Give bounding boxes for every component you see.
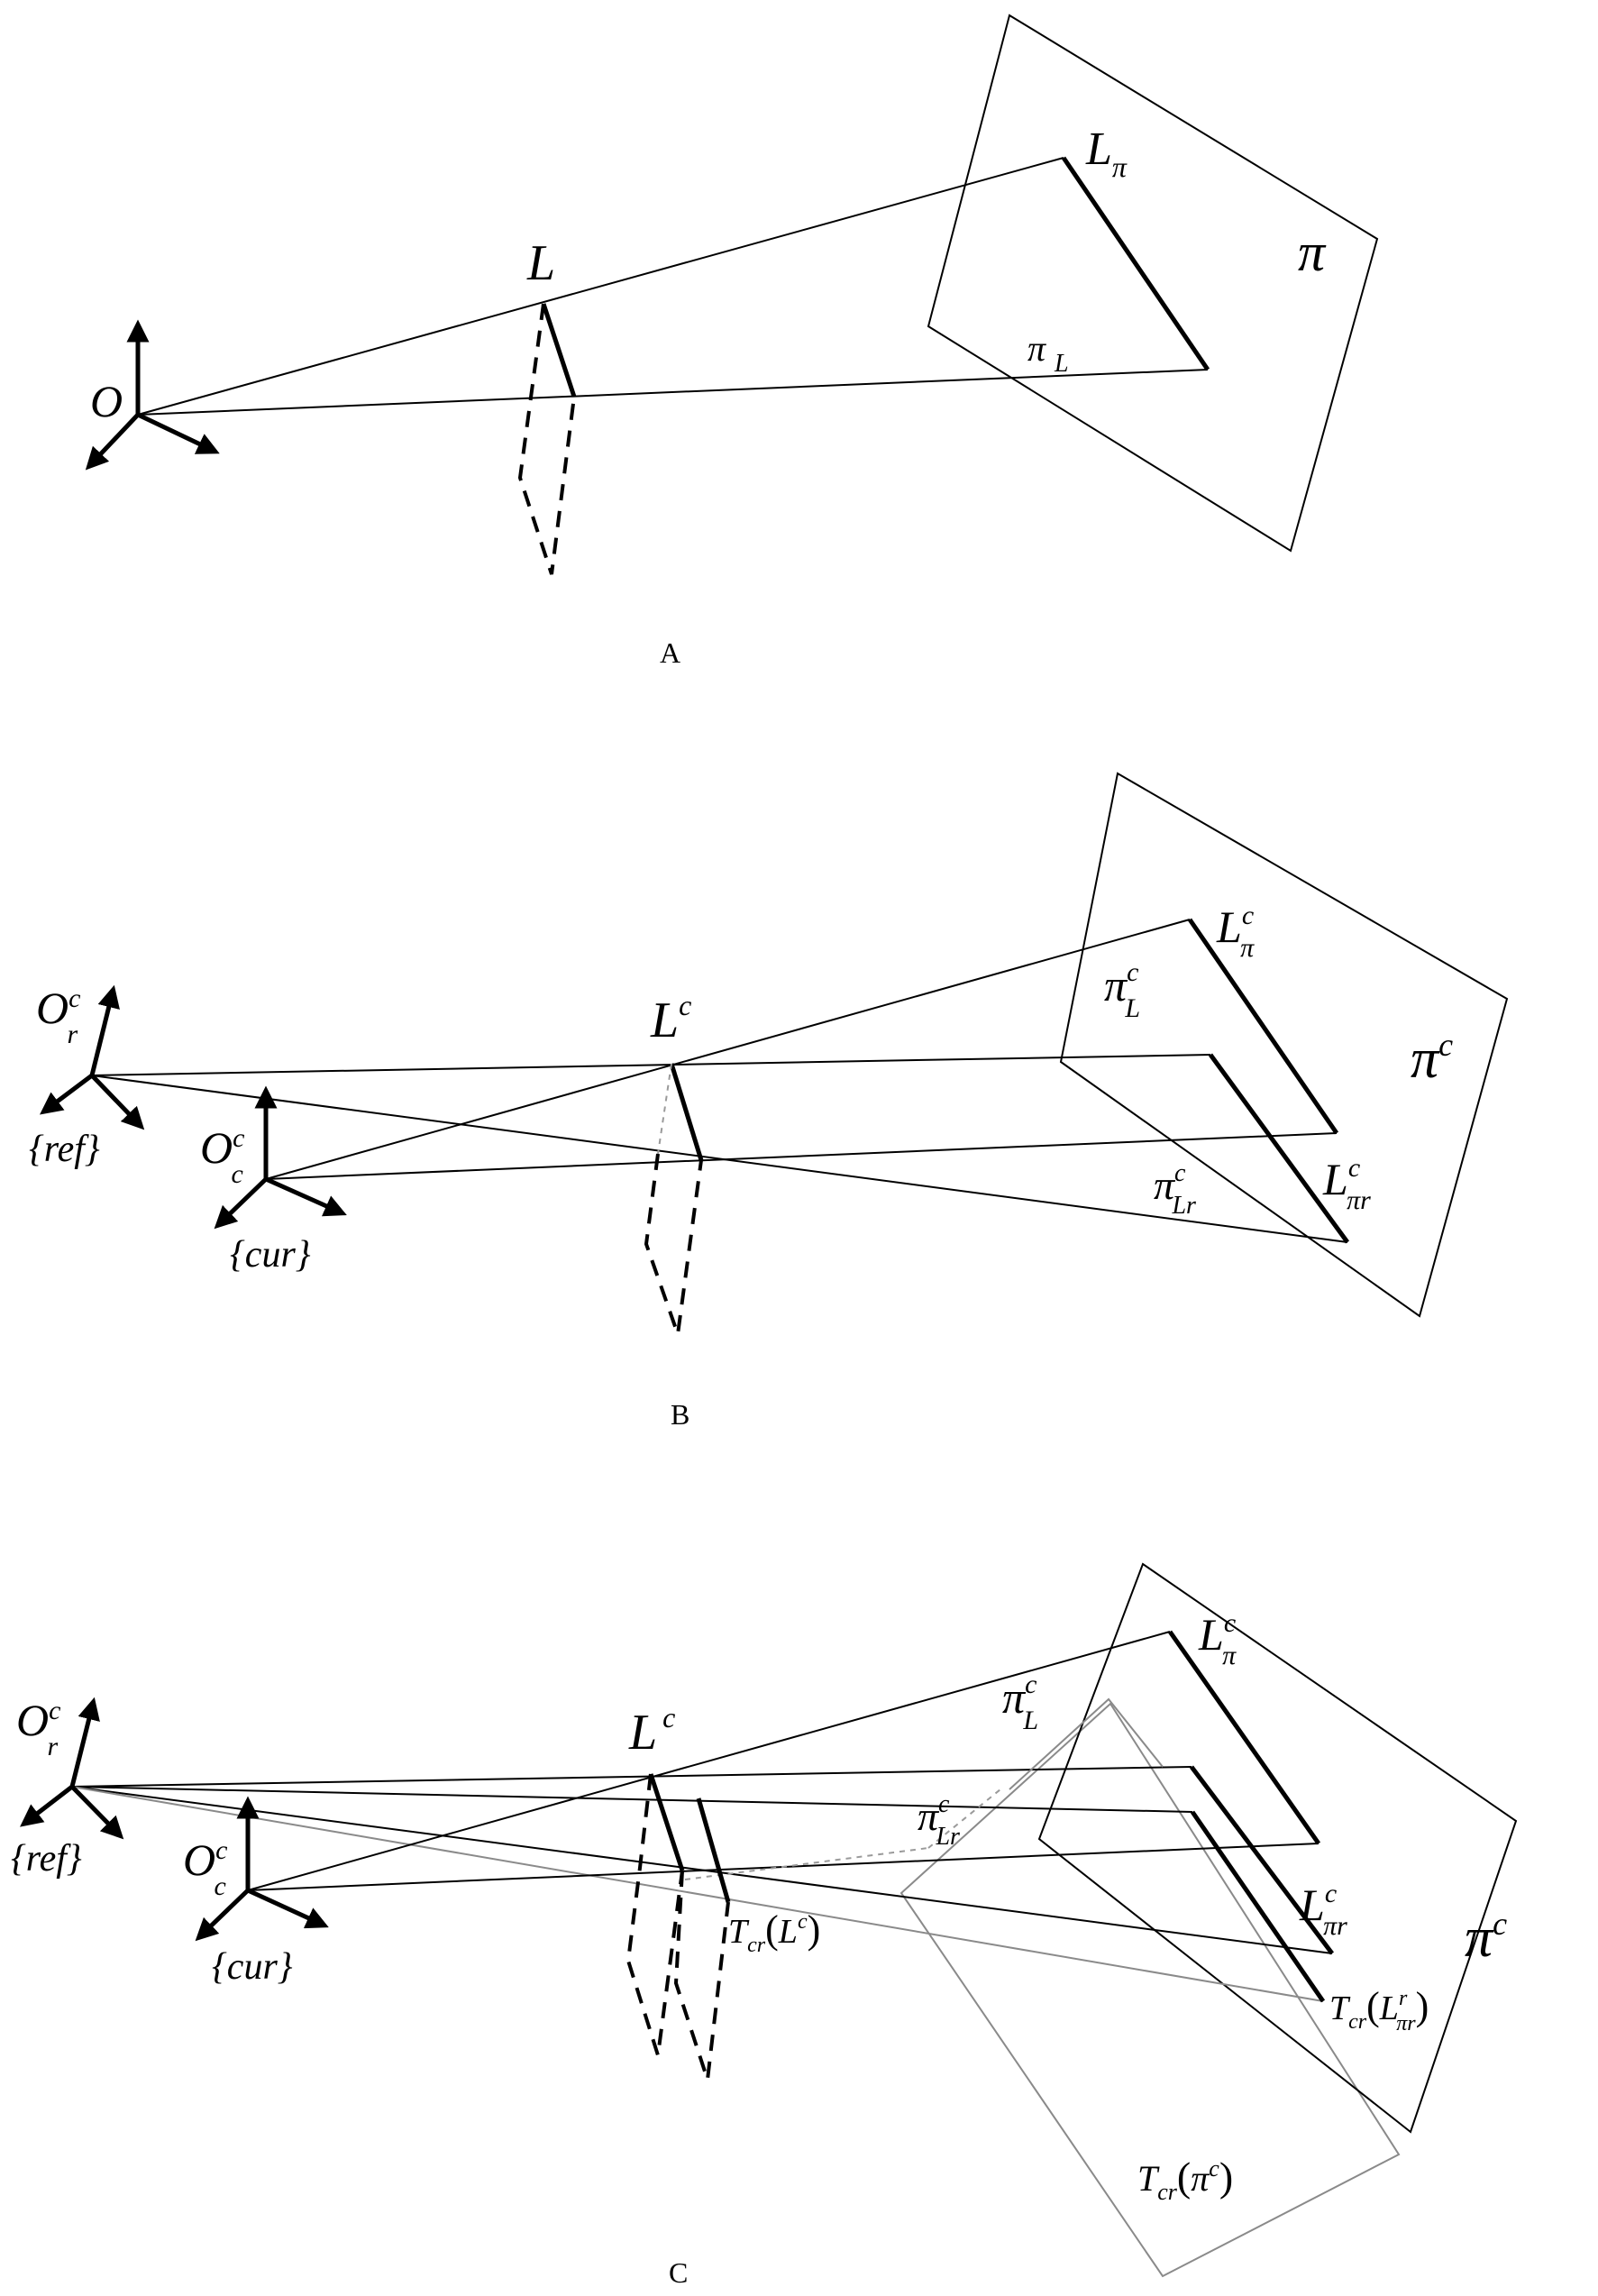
cur-frame-label: {cur}	[230, 1234, 311, 1276]
axis-arrow-icon	[85, 413, 140, 471]
axis-arrow-icon	[214, 1177, 268, 1230]
plane-pi-c-c	[1037, 1562, 1518, 2134]
line-L-c-c	[648, 1773, 685, 1871]
dashed-extension-c2	[673, 1870, 730, 2081]
axis-arrow-icon	[40, 1074, 94, 1115]
T-plane-label: Tcr(πc)	[1137, 2154, 1233, 2205]
ray-cur-1	[265, 919, 1191, 1180]
ray-ref-4-c	[71, 1786, 1324, 2002]
line-L-label: L	[526, 235, 555, 291]
L-pi-label: Lπ	[1085, 123, 1128, 183]
plane-pi-c-label-c: πc	[1465, 1906, 1507, 1969]
origin-label: O	[90, 376, 123, 426]
line-T-L-pir	[1190, 1810, 1326, 2003]
line-L-c	[669, 1063, 704, 1161]
cur-frame-label-c: {cur}	[212, 1946, 293, 1988]
ray-cur-1-c	[247, 1631, 1171, 1891]
faint-diag-2	[927, 1788, 1001, 1849]
line-L	[541, 303, 577, 398]
ray-ref-2-c	[71, 1786, 1193, 1813]
line-T-L-c	[696, 1797, 731, 1903]
plane-pi	[927, 14, 1379, 553]
panel-a-caption: A	[660, 636, 680, 669]
axis-arrow-icon	[90, 1074, 145, 1130]
faint-diag	[684, 1847, 929, 1880]
ray-top	[137, 157, 1064, 416]
dashed-extension	[517, 303, 576, 575]
faint-guide	[657, 1063, 672, 1155]
ray-cur-2	[265, 1132, 1338, 1180]
plane-T-pi-c	[899, 1702, 1401, 2278]
ref-frame-label: {ref}	[29, 1129, 100, 1170]
ref-frame-label-c: {ref}	[11, 1838, 82, 1880]
frame-axes-cur-c	[195, 1796, 329, 1942]
line-L-c-label: Lc	[650, 989, 691, 1048]
plane-pi-c-label: πc	[1411, 1027, 1453, 1090]
axis-arrow-icon	[20, 1785, 74, 1827]
axis-arrow-icon	[246, 1888, 329, 1929]
plane-pi-c	[1059, 772, 1509, 1318]
frame-axes-ref-c	[20, 1697, 124, 1840]
frame-axes-ref-b	[40, 984, 145, 1130]
line-L-pir-c-c	[1190, 1765, 1334, 1955]
faint-triangle	[1009, 1697, 1164, 1790]
axis-arrow-icon	[264, 1176, 347, 1217]
axis-arrow-icon	[69, 1697, 100, 1788]
dashed-extension-c1	[626, 1773, 684, 2056]
panel-b-caption: B	[671, 1398, 689, 1431]
axis-arrow-icon	[195, 1889, 250, 1942]
line-L-pi-c-c	[1167, 1630, 1321, 1845]
plane-pi-label: π	[1298, 223, 1327, 282]
panel-c-caption: C	[669, 2256, 688, 2289]
ray-ref-1-c	[71, 1766, 1192, 1788]
dashed-extension-b	[644, 1153, 703, 1335]
line-L-pir-c	[1208, 1053, 1350, 1244]
axis-arrow-icon	[89, 984, 120, 1076]
axis-arrow-icon	[136, 412, 220, 454]
axis-arrow-icon	[70, 1785, 124, 1840]
frame-axes-cur-b	[214, 1085, 347, 1230]
projected-line-L-pi	[1061, 156, 1210, 371]
frame-axes-a	[85, 319, 220, 471]
ray-bottom	[137, 369, 1209, 416]
line-L-pi-c	[1187, 918, 1339, 1135]
ray-ref-1	[91, 1054, 1211, 1076]
T-L-c-label: Tcr(Lc)	[728, 1907, 820, 1957]
